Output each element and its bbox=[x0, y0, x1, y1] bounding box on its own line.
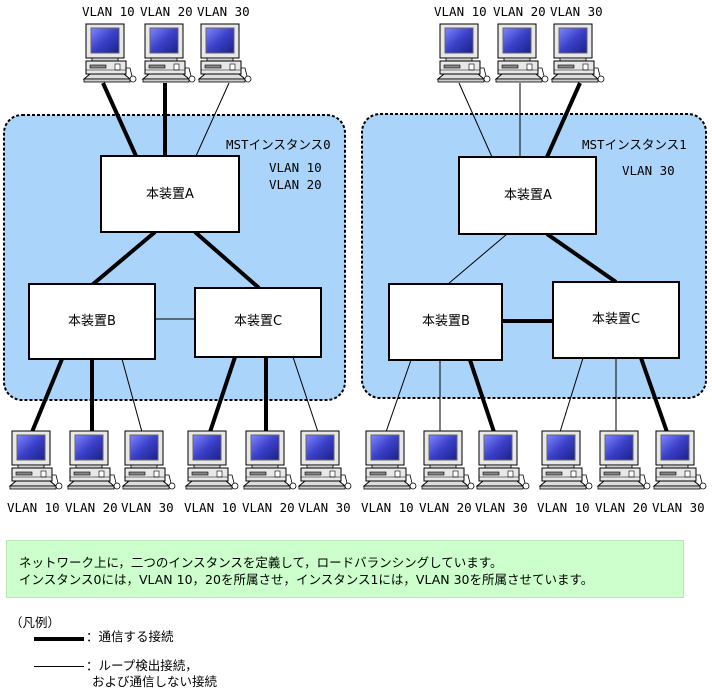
pc-label: VLAN 30 bbox=[298, 500, 351, 515]
link-i1-b-pc10 bbox=[385, 359, 412, 433]
pc-label: VLAN 10 bbox=[184, 500, 237, 515]
thick-line-sample bbox=[34, 637, 84, 641]
pc-icon bbox=[495, 23, 549, 83]
link-i0-pc10-a bbox=[101, 82, 138, 157]
pc-icon bbox=[83, 23, 137, 83]
link-i1-c-pc30 bbox=[639, 357, 669, 433]
link-i0-b-pc10 bbox=[30, 358, 64, 433]
pc-icon bbox=[476, 430, 530, 490]
pc-icon bbox=[243, 430, 297, 490]
pc-label: VLAN 10 bbox=[537, 500, 590, 515]
instance-0-vlan-1: VLAN 20 bbox=[269, 177, 322, 192]
pc-icon bbox=[597, 430, 651, 490]
pc-icon bbox=[421, 430, 475, 490]
pc-label: VLAN 20 bbox=[493, 4, 546, 19]
device-a-box bbox=[458, 156, 597, 235]
pc-icon bbox=[9, 430, 63, 490]
pc-icon bbox=[539, 430, 593, 490]
pc-label: VLAN 20 bbox=[242, 500, 295, 515]
pc-label: VLAN 10 bbox=[434, 4, 487, 19]
thin-line-sample bbox=[34, 666, 84, 667]
instance-0-title: MSTインスタンス0 bbox=[226, 137, 331, 152]
link-i0-c-pc10 bbox=[208, 356, 237, 433]
pc-icon bbox=[298, 430, 352, 490]
mstp-diagram: MSTインスタンス0 VLAN 10 VLAN 20 本装置A 本装置B 本装置… bbox=[3, 4, 707, 515]
pc-label: VLAN 20 bbox=[419, 500, 472, 515]
pc-icon bbox=[122, 430, 176, 490]
pc-label: VLAN 10 bbox=[361, 500, 414, 515]
description-note: ネットワーク上に，二つのインスタンスを定義して，ロードバランシングしています。 … bbox=[6, 540, 684, 598]
link-i0-c-pc30 bbox=[292, 356, 319, 433]
instance-1: MSTインスタンス1 VLAN 30 本装置A 本装置B 本装置C bbox=[361, 82, 707, 433]
note-line-2: インスタンス0には，VLAN 10，20を所属させ，インスタンス1には，VLAN… bbox=[19, 572, 594, 587]
pc-label: VLAN 30 bbox=[550, 4, 603, 19]
link-i1-c-pc10 bbox=[559, 357, 584, 433]
device-b-label: 本装置B bbox=[68, 314, 116, 329]
legend-thin-text: ：ループ検出接続， および通信しない接続 bbox=[86, 658, 217, 690]
link-i0-pc30-a bbox=[195, 82, 230, 157]
device-a-label: 本装置A bbox=[146, 187, 194, 202]
device-a-box bbox=[100, 155, 240, 233]
legend-thin-label-2: および通信しない接続 bbox=[92, 674, 218, 689]
instance-1-vlan-0: VLAN 30 bbox=[622, 163, 675, 178]
instance-1-title: MSTインスタンス1 bbox=[582, 137, 687, 152]
note-line-1: ネットワーク上に，二つのインスタンスを定義して，ロードバランシングしています。 bbox=[19, 555, 503, 570]
device-b-label: 本装置B bbox=[422, 314, 470, 329]
device-c-label: 本装置C bbox=[234, 314, 282, 329]
pc-icon bbox=[142, 23, 196, 83]
legend-thick: ：通信する接続 bbox=[34, 629, 174, 645]
device-b-box bbox=[28, 283, 156, 360]
device-c-box bbox=[552, 281, 680, 359]
legend-thick-label: ：通信する接続 bbox=[86, 629, 174, 644]
pc-icon bbox=[198, 23, 252, 83]
instance-0: MSTインスタンス0 VLAN 10 VLAN 20 本装置A 本装置B 本装置… bbox=[3, 82, 346, 433]
link-i0-a-c bbox=[193, 230, 261, 290]
pc-label: VLAN 20 bbox=[595, 500, 648, 515]
pc-label: VLAN 10 bbox=[7, 500, 60, 515]
link-i0-b-pc30 bbox=[121, 358, 143, 433]
pc-label: VLAN 30 bbox=[121, 500, 174, 515]
link-i0-a-b bbox=[90, 230, 157, 287]
pc-icon bbox=[67, 430, 121, 490]
legend-title: （凡例） bbox=[10, 615, 61, 630]
pc-icon bbox=[653, 430, 707, 490]
device-b-box bbox=[388, 283, 503, 361]
pc-icon bbox=[363, 430, 417, 490]
pc-icon bbox=[437, 23, 491, 83]
pc-label: VLAN 30 bbox=[197, 4, 250, 19]
link-i1-pc10-a bbox=[458, 82, 493, 158]
pc-label: VLAN 10 bbox=[82, 4, 135, 19]
device-c-box bbox=[194, 287, 322, 358]
legend-thin-label-1: ：ループ検出接続， bbox=[86, 658, 198, 673]
legend-thin: ：ループ検出接続， および通信しない接続 bbox=[34, 658, 217, 690]
pc-icon bbox=[551, 23, 605, 83]
device-c-label: 本装置C bbox=[592, 312, 640, 327]
pc-label: VLAN 30 bbox=[475, 500, 528, 515]
link-i1-a-c bbox=[545, 232, 618, 284]
pc-label: VLAN 20 bbox=[140, 4, 193, 19]
device-a-label: 本装置A bbox=[504, 188, 552, 203]
link-i1-a-b bbox=[447, 233, 508, 285]
pc-label: VLAN 30 bbox=[652, 500, 705, 515]
instance-0-vlan-0: VLAN 10 bbox=[269, 160, 322, 175]
pc-label: VLAN 20 bbox=[65, 500, 118, 515]
link-i1-pc30-a bbox=[545, 82, 582, 158]
link-i1-b-pc30 bbox=[468, 359, 496, 433]
pc-icon bbox=[185, 430, 239, 490]
